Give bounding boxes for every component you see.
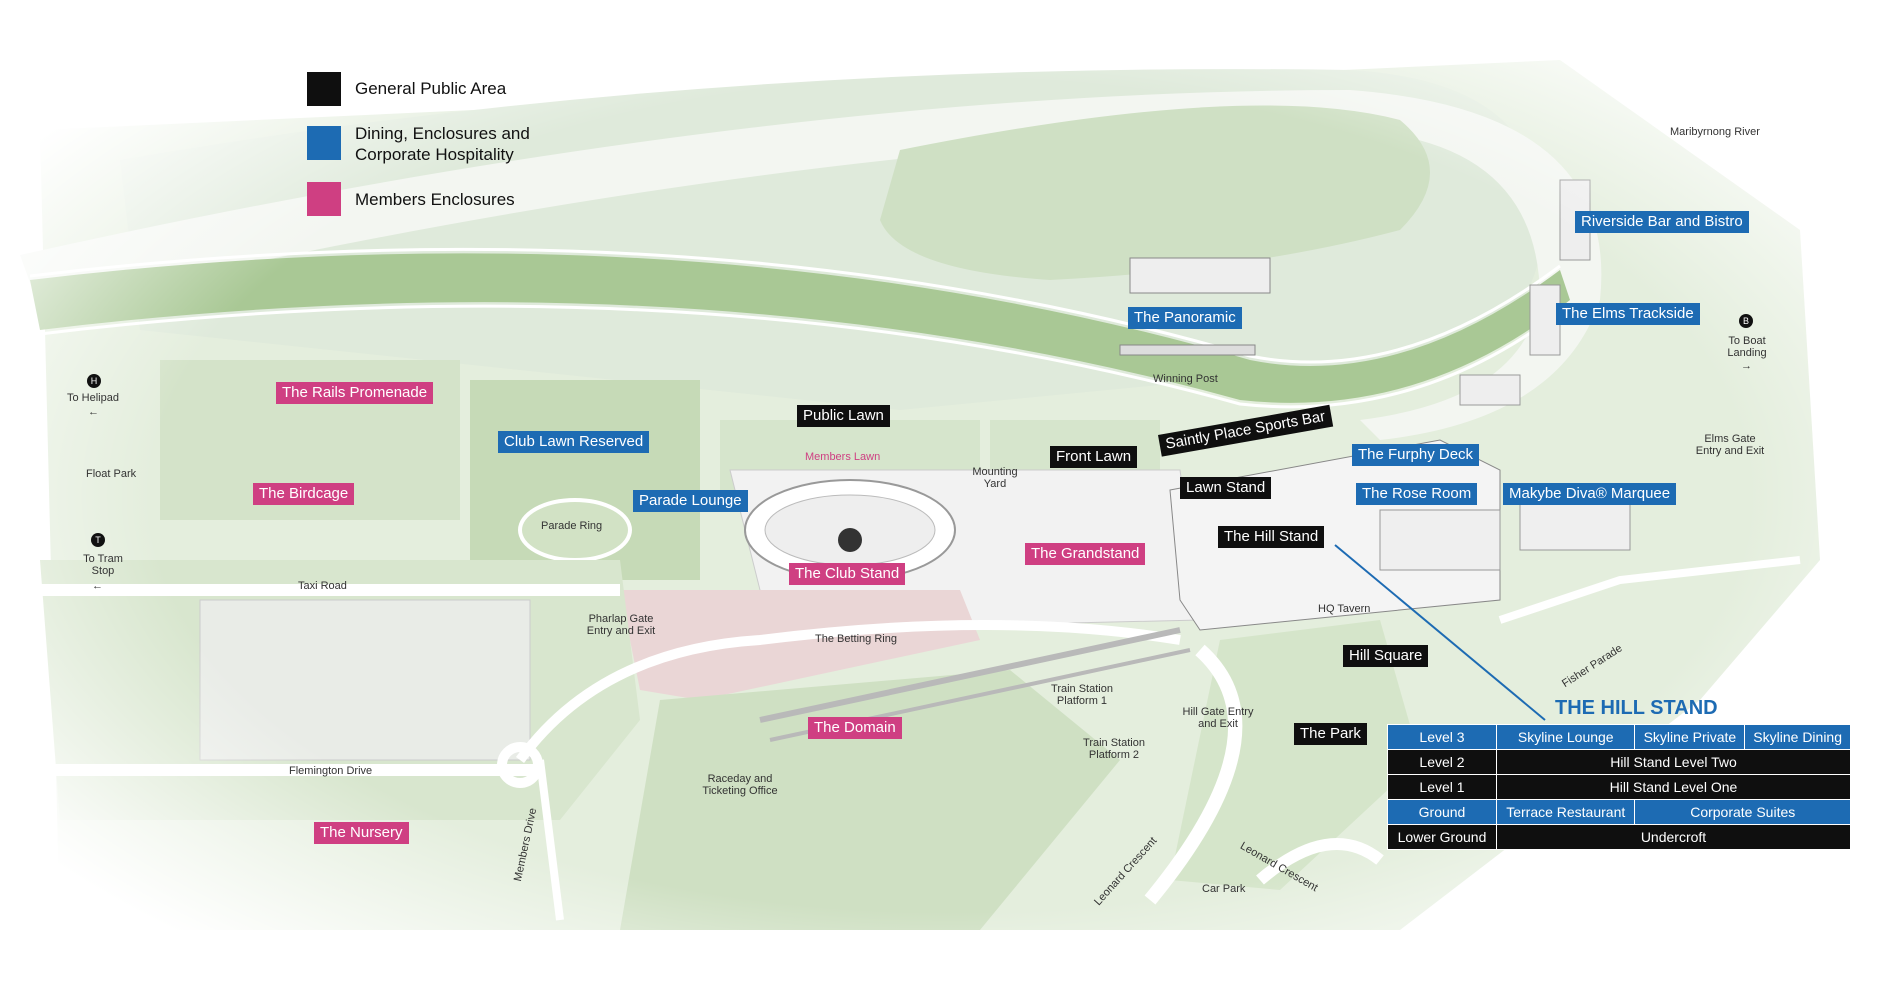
venue-rails-promenade[interactable]: The Rails Promenade — [276, 382, 434, 404]
venue-birdcage[interactable]: The Birdcage — [253, 483, 355, 505]
label-members-lawn: Members Lawn — [805, 451, 881, 463]
table-row: Ground Terrace Restaurant Corporate Suit… — [1387, 799, 1851, 825]
label-hq-tavern: HQ Tavern — [1318, 603, 1371, 615]
venue-cell[interactable]: Hill Stand Level Two — [1496, 749, 1851, 775]
label-hill-gate[interactable]: Hill Gate Entry and Exit — [1182, 706, 1254, 730]
venue-hill-stand[interactable]: The Hill Stand — [1218, 526, 1325, 548]
venue-cell[interactable]: Hill Stand Level One — [1496, 774, 1851, 800]
label-elms-gate[interactable]: Elms Gate Entry and Exit — [1695, 433, 1765, 457]
venue-the-nursery[interactable]: The Nursery — [314, 822, 409, 844]
venue-grandstand[interactable]: The Grandstand — [1025, 543, 1146, 565]
legend-label-members: Members Enclosures — [355, 190, 515, 209]
label-maribyrnong-river: Maribyrnong River — [1670, 126, 1760, 138]
label-to-helipad[interactable]: To Helipad — [67, 392, 119, 404]
venue-hill-square[interactable]: Hill Square — [1343, 645, 1429, 667]
venue-cell[interactable]: Skyline Private — [1634, 724, 1746, 750]
venue-cell[interactable]: Skyline Dining — [1744, 724, 1851, 750]
helipad-icon: H — [87, 374, 101, 388]
legend-label-public: General Public Area — [355, 79, 507, 98]
label-to-boat-landing[interactable]: To Boat Landing — [1727, 335, 1767, 359]
table-row: Lower Ground Undercroft — [1387, 824, 1851, 850]
label-train-platform-2: Train Station Platform 2 — [1083, 737, 1145, 761]
venue-club-stand[interactable]: The Club Stand — [789, 563, 906, 585]
venue-makybe-diva[interactable]: Makybe Diva® Marquee — [1503, 483, 1677, 505]
legend-label-dining: Dining, Enclosures and Corporate Hospita… — [355, 124, 530, 164]
label-winning-post: Winning Post — [1153, 373, 1218, 385]
venue-club-lawn-reserved[interactable]: Club Lawn Reserved — [498, 431, 650, 453]
arrow-right-icon: → — [1741, 360, 1752, 372]
label-mounting-yard: Mounting Yard — [972, 466, 1018, 490]
venue-panoramic[interactable]: The Panoramic — [1128, 307, 1242, 329]
legend-swatch-public — [307, 72, 341, 106]
level-label: Level 2 — [1387, 749, 1497, 775]
label-parade-ring: Parade Ring — [541, 520, 603, 532]
label-car-park: Car Park — [1202, 883, 1246, 895]
venue-the-park[interactable]: The Park — [1294, 723, 1367, 745]
venue-parade-lounge[interactable]: Parade Lounge — [633, 490, 748, 512]
label-betting-ring: The Betting Ring — [815, 633, 897, 645]
label-raceday-ticketing[interactable]: Raceday and Ticketing Office — [702, 773, 778, 797]
arrow-left-icon: ← — [88, 406, 99, 418]
venue-riverside[interactable]: Riverside Bar and Bistro — [1575, 211, 1749, 233]
venue-the-domain[interactable]: The Domain — [808, 717, 902, 739]
venue-front-lawn[interactable]: Front Lawn — [1050, 446, 1138, 468]
table-row: Level 1 Hill Stand Level One — [1387, 774, 1851, 800]
venue-rose-room[interactable]: The Rose Room — [1356, 483, 1478, 505]
venue-cell[interactable]: Undercroft — [1496, 824, 1851, 850]
hill-stand-title: THE HILL STAND — [1555, 697, 1718, 719]
tram-icon: T — [91, 533, 105, 547]
venue-public-lawn[interactable]: Public Lawn — [797, 405, 890, 427]
legend-swatch-dining — [307, 126, 341, 160]
label-pharlap-gate[interactable]: Pharlap Gate Entry and Exit — [586, 613, 656, 637]
boat-icon: B — [1739, 314, 1753, 328]
label-train-platform-1: Train Station Platform 1 — [1051, 683, 1113, 707]
venue-lawn-stand[interactable]: Lawn Stand — [1180, 477, 1272, 499]
label-float-park: Float Park — [86, 468, 137, 480]
level-label: Lower Ground — [1387, 824, 1497, 850]
table-row: Level 2 Hill Stand Level Two — [1387, 749, 1851, 775]
label-taxi-road: Taxi Road — [298, 580, 347, 592]
hill-stand-levels-table: Level 3 Skyline Lounge Skyline Private S… — [1387, 724, 1851, 850]
label-to-tram-stop[interactable]: To Tram Stop — [83, 553, 123, 577]
venue-elms-trackside[interactable]: The Elms Trackside — [1556, 303, 1700, 325]
arrow-left-icon: ← — [92, 580, 103, 592]
venue-cell[interactable]: Terrace Restaurant — [1495, 799, 1636, 825]
table-row: Level 3 Skyline Lounge Skyline Private S… — [1387, 724, 1851, 750]
venue-cell[interactable]: Skyline Lounge — [1495, 724, 1636, 750]
level-label: Level 3 — [1387, 724, 1497, 750]
label-flemington-drive: Flemington Drive — [289, 765, 373, 777]
level-label: Level 1 — [1387, 774, 1497, 800]
legend-swatch-members — [307, 182, 341, 216]
venue-furphy-deck[interactable]: The Furphy Deck — [1352, 444, 1480, 466]
venue-cell[interactable]: Corporate Suites — [1634, 799, 1851, 825]
level-label: Ground — [1387, 799, 1497, 825]
